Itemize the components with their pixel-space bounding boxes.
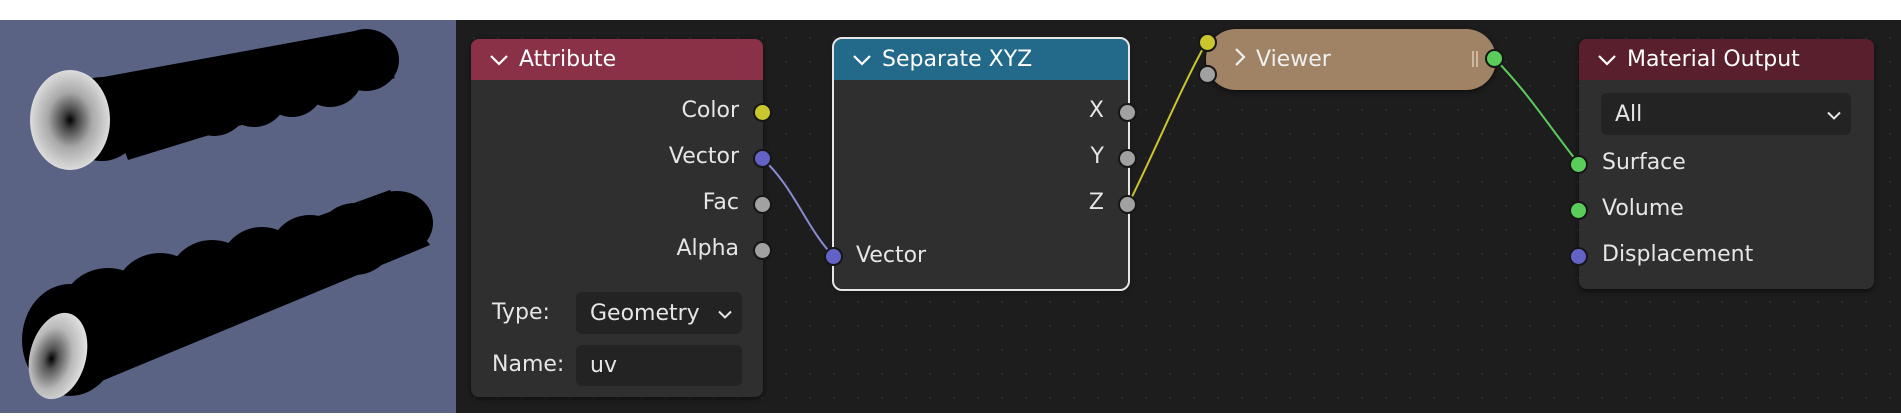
- attribute-node-title: Attribute: [519, 47, 617, 72]
- separate-output-z: Z: [1088, 190, 1104, 215]
- socket-vector-output[interactable]: [753, 149, 772, 168]
- separate-xyz-node-title: Separate XYZ: [882, 47, 1033, 72]
- material-input-surface: Surface: [1602, 150, 1686, 175]
- socket-surface-input[interactable]: [1569, 155, 1588, 174]
- chevron-down-icon[interactable]: [489, 47, 511, 72]
- separate-xyz-node[interactable]: Separate XYZ X Y Z Vector: [832, 37, 1130, 291]
- attribute-type-value: Geometry: [590, 300, 700, 326]
- upper-cylinder: [62, 29, 399, 161]
- attribute-name-value: uv: [590, 353, 617, 378]
- chevron-down-icon: [1827, 102, 1841, 127]
- attribute-name-field[interactable]: uv: [576, 345, 742, 386]
- socket-z-output[interactable]: [1118, 195, 1137, 214]
- socket-displacement-input[interactable]: [1569, 247, 1588, 266]
- render-preview: [22, 29, 433, 400]
- lower-cap: [28, 312, 88, 400]
- socket-color-output[interactable]: [753, 103, 772, 122]
- chevron-down-icon: [718, 301, 732, 326]
- material-target-dropdown[interactable]: All: [1601, 93, 1851, 135]
- socket-x-output[interactable]: [1118, 103, 1137, 122]
- socket-vector-input[interactable]: [824, 247, 843, 266]
- separate-input-vector: Vector: [856, 243, 927, 268]
- attribute-node[interactable]: Attribute Color Vector Fac Alpha Type: G…: [471, 39, 763, 397]
- material-input-volume: Volume: [1602, 196, 1684, 221]
- upper-cap: [30, 70, 110, 170]
- material-output-node-title: Material Output: [1627, 47, 1800, 72]
- chevron-down-icon[interactable]: [852, 47, 874, 72]
- material-target-value: All: [1615, 101, 1643, 127]
- socket-viewer-input-value[interactable]: [1198, 33, 1217, 52]
- material-output-node-header[interactable]: Material Output: [1579, 39, 1874, 80]
- socket-volume-input[interactable]: [1569, 201, 1588, 220]
- viewer-node[interactable]: Viewer: [1206, 29, 1496, 90]
- attribute-name-label: Name:: [492, 352, 565, 377]
- socket-y-output[interactable]: [1118, 149, 1137, 168]
- attribute-output-fac: Fac: [702, 190, 739, 215]
- socket-viewer-input-geometry[interactable]: [1198, 65, 1217, 84]
- chevron-right-icon[interactable]: [1234, 47, 1248, 73]
- socket-viewer-output[interactable]: [1485, 49, 1504, 68]
- separate-xyz-node-header[interactable]: Separate XYZ: [834, 39, 1128, 80]
- viewer-node-title: Viewer: [1256, 47, 1331, 72]
- attribute-output-color: Color: [681, 98, 739, 123]
- socket-fac-output[interactable]: [753, 195, 772, 214]
- chevron-down-icon[interactable]: [1597, 47, 1619, 72]
- viewer-grip-icon: [1472, 51, 1478, 67]
- separate-output-y: Y: [1090, 144, 1104, 169]
- attribute-node-header[interactable]: Attribute: [471, 39, 763, 80]
- attribute-type-label: Type:: [492, 300, 550, 325]
- material-output-node[interactable]: Material Output All Surface Volume Displ…: [1579, 39, 1874, 289]
- viewport-header-gap: [424, 0, 456, 20]
- attribute-output-alpha: Alpha: [676, 236, 739, 261]
- viewport-preview[interactable]: [0, 20, 456, 413]
- attribute-output-vector: Vector: [668, 144, 739, 169]
- socket-alpha-output[interactable]: [753, 241, 772, 260]
- material-input-displacement: Displacement: [1602, 242, 1754, 267]
- separate-output-x: X: [1088, 98, 1104, 123]
- attribute-type-dropdown[interactable]: Geometry: [576, 292, 742, 334]
